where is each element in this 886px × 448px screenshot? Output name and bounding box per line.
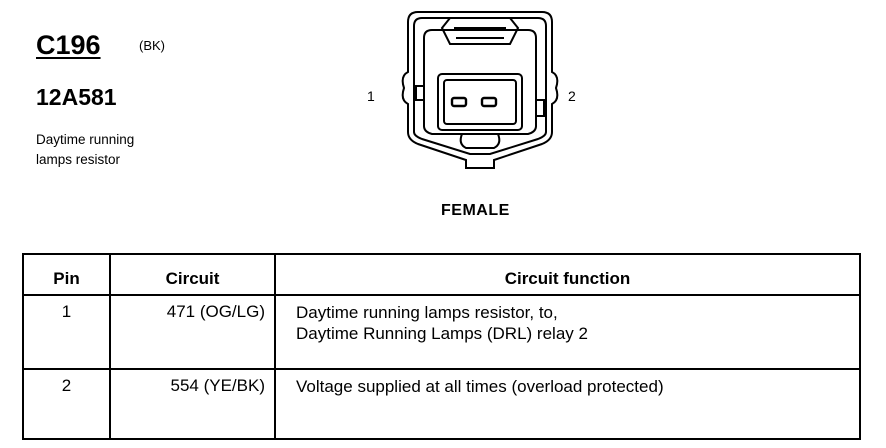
terminal-1 xyxy=(450,96,468,108)
terminal-cavity xyxy=(437,73,523,131)
connector-body xyxy=(423,29,537,135)
pin-cell: 1 xyxy=(22,294,111,370)
table-header-row: Pin Circuit Circuit function xyxy=(22,253,861,296)
component-description: Daytime running lamps resistor xyxy=(36,130,196,170)
function-line: Voltage supplied at all times (overload … xyxy=(296,377,664,396)
terminal-cavity-inner xyxy=(443,79,517,125)
function-cell: Voltage supplied at all times (overload … xyxy=(274,368,861,440)
circuit-cell: 471 (OG/LG) xyxy=(109,294,276,370)
connector-latch xyxy=(440,17,520,45)
connector-housing-outer xyxy=(401,11,559,169)
connector-gender-label: FEMALE xyxy=(441,202,510,219)
circuit-cell: 554 (YE/BK) xyxy=(109,368,276,440)
connector-housing-inner xyxy=(413,17,547,155)
header-circuit: Circuit xyxy=(109,253,276,296)
connector-key xyxy=(459,133,501,149)
function-line: Daytime Running Lamps (DRL) relay 2 xyxy=(296,324,588,343)
connector-rib-right xyxy=(536,99,545,117)
description-line: lamps resistor xyxy=(36,152,121,167)
pin-cell: 2 xyxy=(22,368,111,440)
header-pin: Pin xyxy=(22,253,111,296)
header-circuit-function: Circuit function xyxy=(274,253,861,296)
connector-color: (BK) xyxy=(139,38,165,53)
table-row: 1 471 (OG/LG) Daytime running lamps resi… xyxy=(22,294,861,370)
connector-id: C196 xyxy=(36,30,101,60)
table-row: 2 554 (YE/BK) Voltage supplied at all ti… xyxy=(22,368,861,440)
pin-table: Pin Circuit Circuit function 1 471 (OG/L… xyxy=(22,253,861,440)
function-line: Daytime running lamps resistor, to, xyxy=(296,303,558,322)
pin-1-label: 1 xyxy=(367,88,375,104)
pin-2-label: 2 xyxy=(568,88,576,104)
function-cell: Daytime running lamps resistor, to, Dayt… xyxy=(274,294,861,370)
terminal-2 xyxy=(480,96,498,108)
description-line: Daytime running xyxy=(36,132,135,147)
part-number: 12A581 xyxy=(36,84,117,110)
connector-face-icon xyxy=(401,11,559,169)
connector-rib-left xyxy=(415,85,424,101)
